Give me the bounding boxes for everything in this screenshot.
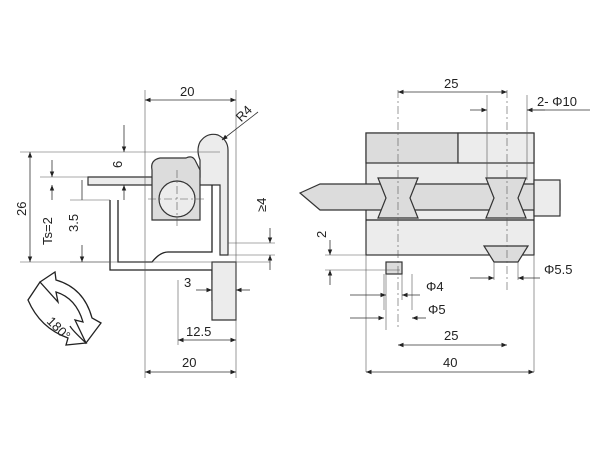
dim-3: 3 [184,275,191,290]
dim-26: 26 [14,202,29,216]
left-view: 20 R4 26 Ts=2 6 3.5 ≥4 3 12.5 [14,84,275,378]
dim-3-5: 3.5 [66,214,81,232]
hinge-leaf-top [87,133,229,256]
dim-right-40: 40 [443,355,457,370]
knuckle-left [365,132,459,164]
dim-top-20: 20 [180,84,194,99]
hinge-leaf-bottom [211,261,237,321]
dim-dia-5-5: Φ5.5 [544,262,572,277]
dim-ge4: ≥4 [254,198,269,212]
dim-dia-4: Φ4 [426,279,444,294]
dim-dia-5: Φ5 [428,302,446,317]
dim-bottom-20: 20 [182,355,196,370]
knuckle-right [457,132,535,164]
dim-right-top-25: 25 [444,76,458,91]
stud [385,261,403,275]
dim-right-bottom-25: 25 [444,328,458,343]
pin-head [533,179,561,217]
rotation-label: 180° [44,314,74,344]
dim-12-5: 12.5 [186,324,211,339]
countersink-2 [485,177,527,219]
right-view: 25 2- Φ10 2 Φ4 Φ5 Φ5.5 25 40 [298,76,590,375]
dim-6: 6 [110,161,125,168]
dim-ts2: Ts=2 [40,217,55,245]
bottom-hole [482,245,530,263]
rotation-arrow-icon: 180° [27,270,102,346]
dim-2-dia-10: 2- Φ10 [537,94,577,109]
dim-right-2: 2 [314,231,329,238]
